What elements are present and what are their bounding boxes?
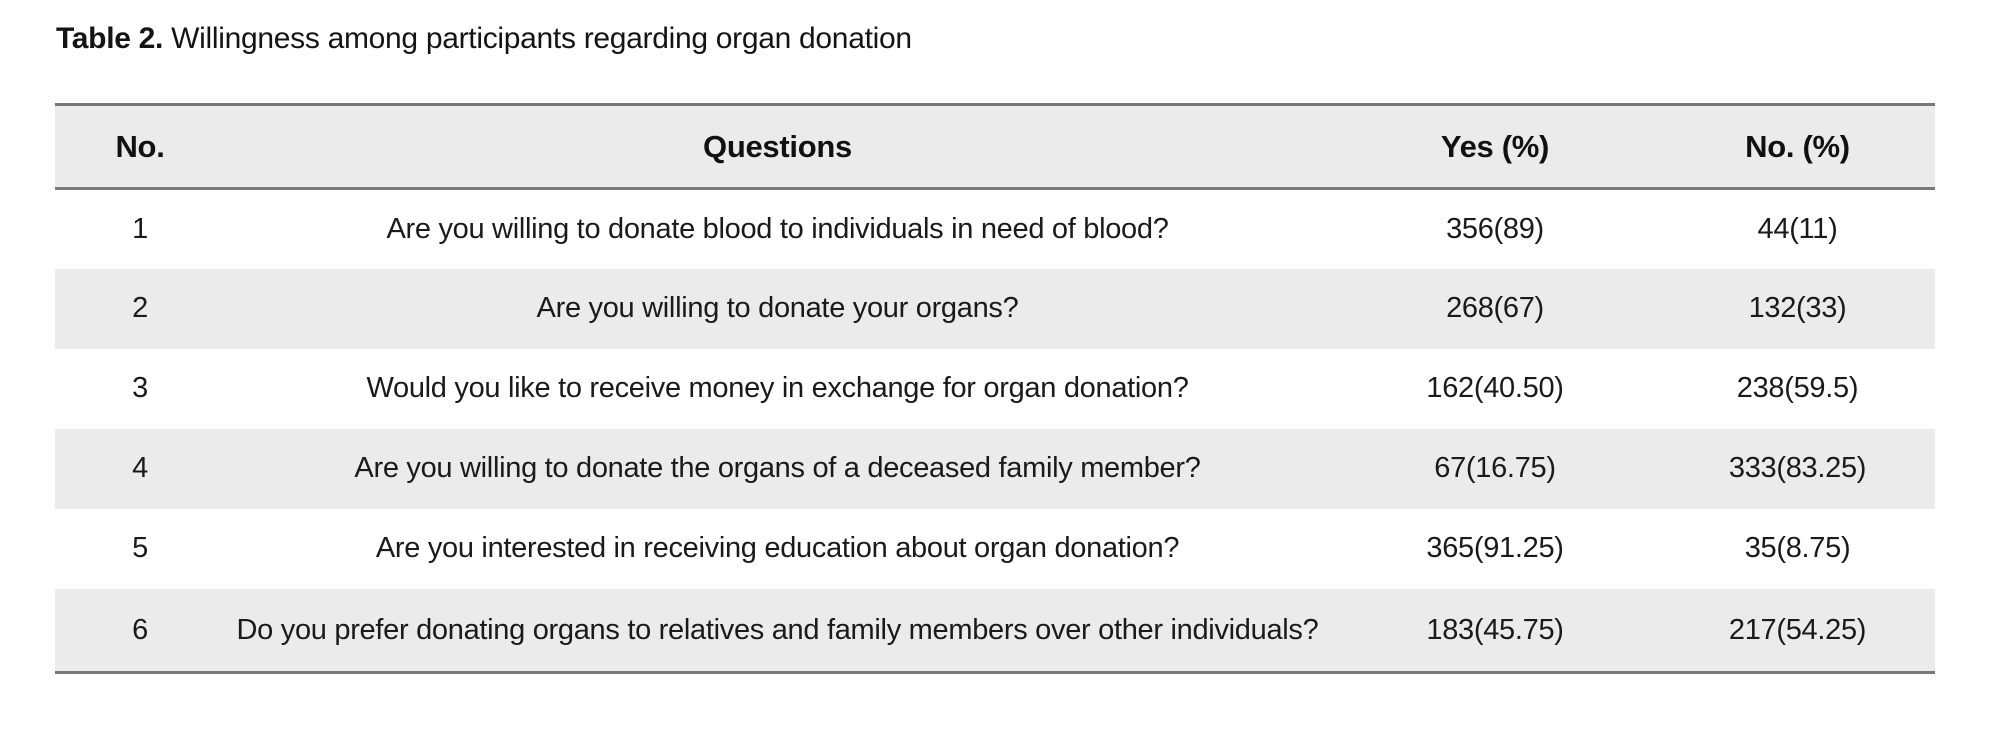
header-cell-yes: Yes (%) bbox=[1330, 104, 1660, 190]
cell-question: Are you willing to donate blood to indiv… bbox=[225, 188, 1330, 269]
cell-no-pct: 238(59.5) bbox=[1660, 348, 1935, 429]
header-cell-no: No. bbox=[55, 104, 225, 190]
cell-no: 2 bbox=[55, 268, 225, 349]
cell-no-pct: 333(83.25) bbox=[1660, 428, 1935, 509]
cell-no: 6 bbox=[55, 588, 225, 673]
table-caption: Table 2. Willingness among participants … bbox=[56, 22, 912, 56]
cell-no-pct: 217(54.25) bbox=[1660, 588, 1935, 673]
table-header: No. Questions Yes (%) No. (%) bbox=[55, 104, 1935, 190]
table-caption-label: Table 2. bbox=[56, 22, 164, 55]
table-caption-text: Willingness among participants regarding… bbox=[163, 22, 912, 55]
cell-yes: 183(45.75) bbox=[1330, 588, 1660, 673]
cell-no: 3 bbox=[55, 348, 225, 429]
cell-yes: 365(91.25) bbox=[1330, 508, 1660, 589]
cell-no-pct: 44(11) bbox=[1660, 188, 1935, 269]
cell-no: 4 bbox=[55, 428, 225, 509]
cell-no-pct: 132(33) bbox=[1660, 268, 1935, 349]
cell-question: Do you prefer donating organs to relativ… bbox=[225, 588, 1330, 673]
cell-question: Are you interested in receiving educatio… bbox=[225, 508, 1330, 589]
cell-yes: 268(67) bbox=[1330, 268, 1660, 349]
cell-no: 1 bbox=[55, 188, 225, 269]
cell-question: Would you like to receive money in excha… bbox=[225, 348, 1330, 429]
cell-yes: 356(89) bbox=[1330, 188, 1660, 269]
cell-question: Are you willing to donate the organs of … bbox=[225, 428, 1330, 509]
cell-no-pct: 35(8.75) bbox=[1660, 508, 1935, 589]
header-row: No. Questions Yes (%) No. (%) bbox=[55, 104, 1935, 190]
cell-no: 5 bbox=[55, 508, 225, 589]
cell-yes: 67(16.75) bbox=[1330, 428, 1660, 509]
cell-question: Are you willing to donate your organs? bbox=[225, 268, 1330, 349]
cell-yes: 162(40.50) bbox=[1330, 348, 1660, 429]
header-cell-questions: Questions bbox=[225, 104, 1330, 190]
header-cell-no-pct: No. (%) bbox=[1660, 104, 1935, 190]
